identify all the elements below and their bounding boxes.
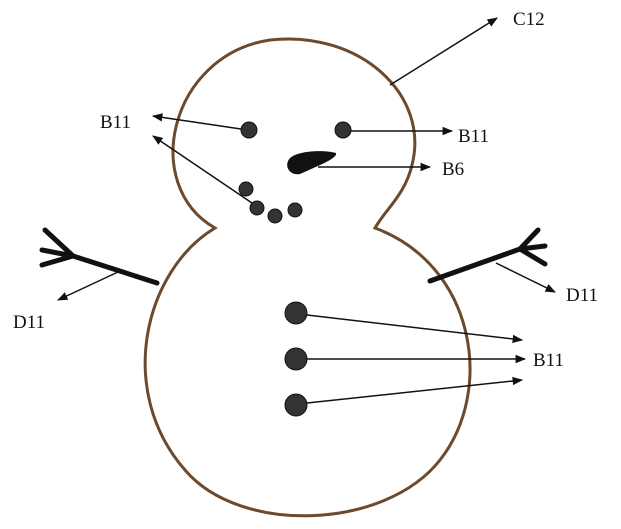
left-arm xyxy=(39,227,160,286)
mouth-dot xyxy=(249,200,265,216)
label-left-eye: B11 xyxy=(100,112,131,133)
arrow-right-arm xyxy=(495,262,556,293)
arrow-mouth xyxy=(152,135,253,204)
mouth-dot xyxy=(238,181,254,197)
nose xyxy=(287,151,337,175)
leader-arrows xyxy=(57,17,556,404)
arrow-hat xyxy=(389,17,498,86)
right-eye xyxy=(334,121,352,139)
mouth-dot xyxy=(287,202,303,218)
button-middle xyxy=(284,347,308,371)
arrow-button-top xyxy=(306,314,524,344)
label-buttons: B11 xyxy=(533,350,564,371)
label-nose: B6 xyxy=(442,159,464,180)
mouth xyxy=(238,181,303,224)
label-right-arm: D11 xyxy=(566,285,598,306)
label-left-arm: D11 xyxy=(13,312,45,333)
button-bottom xyxy=(284,393,308,417)
button-top xyxy=(284,301,308,325)
snowman-outline xyxy=(143,37,472,518)
mouth-dot xyxy=(267,208,283,224)
arrow-button-bottom xyxy=(306,376,524,404)
label-hat: C12 xyxy=(513,9,545,30)
label-right-eye: B11 xyxy=(458,126,489,147)
arrow-left-eye xyxy=(151,113,242,130)
arrow-left-arm xyxy=(57,271,119,301)
right-arm xyxy=(427,227,548,284)
left-eye xyxy=(240,121,258,139)
